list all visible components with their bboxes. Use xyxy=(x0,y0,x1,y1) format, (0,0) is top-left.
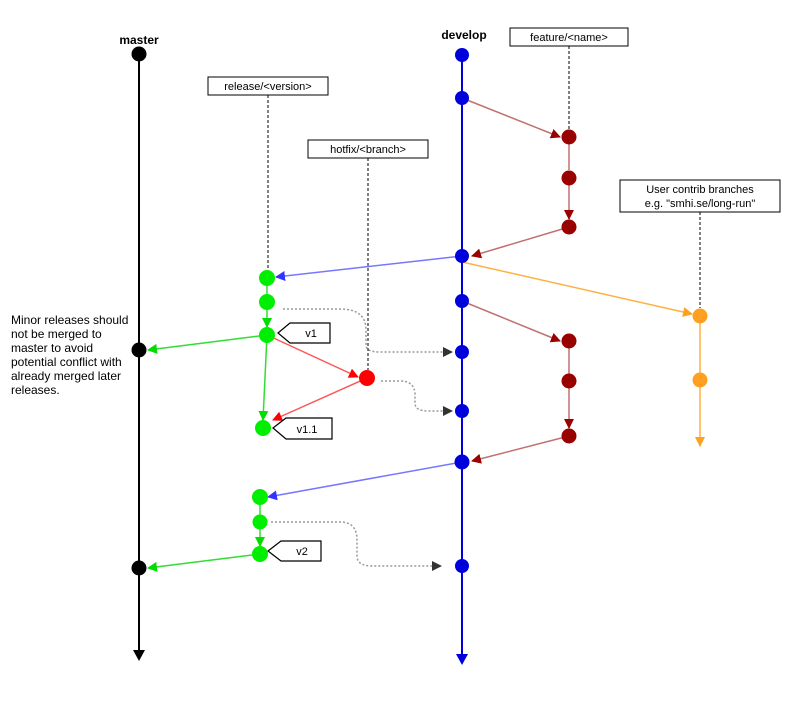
develop-commit xyxy=(455,91,469,105)
user-contrib-commit xyxy=(692,308,708,324)
tag-v1-text: v1 xyxy=(305,328,317,340)
feature-branch-label-text: feature/<name> xyxy=(530,32,608,44)
develop-commit xyxy=(455,48,469,62)
tag-v1-1-text: v1.1 xyxy=(297,424,318,436)
release-branch-label: release/<version> xyxy=(207,76,329,270)
release1-to-v1-1-arrow xyxy=(258,334,269,421)
feature-commit xyxy=(561,170,577,186)
master-commit xyxy=(131,560,147,576)
develop-commit xyxy=(454,454,470,470)
develop-lane-title: develop xyxy=(441,28,486,42)
minor-releases-note: Minor releases should not be merged to m… xyxy=(11,313,129,397)
release-commit xyxy=(252,546,268,562)
develop-to-release1-arrow xyxy=(275,255,463,281)
hotfix-to-develop-merge xyxy=(381,380,453,416)
feature-commit xyxy=(561,333,577,349)
master-end-arrow xyxy=(133,650,145,661)
develop-commit xyxy=(455,249,469,263)
develop-to-release2-arrow xyxy=(267,461,463,501)
master-commit xyxy=(131,46,147,62)
develop-commit xyxy=(455,294,469,308)
feature-commit xyxy=(561,428,577,444)
develop-commit xyxy=(455,559,469,573)
user-contrib-label: User contrib branches e.g. "smhi.se/long… xyxy=(619,179,781,308)
release2-to-develop-merge xyxy=(271,521,442,571)
master-lane-title: master xyxy=(119,33,159,47)
user-contrib-label-line2: e.g. "smhi.se/long-run" xyxy=(645,198,756,210)
feature-branch-label: feature/<name> xyxy=(509,27,629,130)
release-branch-label-text: release/<version> xyxy=(224,81,311,93)
release-commit xyxy=(259,327,275,343)
release-commit xyxy=(259,294,275,310)
release2-to-master-arrow xyxy=(147,553,261,572)
develop-to-feature-arrow xyxy=(461,97,561,139)
release1-to-develop-merge xyxy=(283,308,453,357)
release-commit xyxy=(255,420,271,436)
hotfix-commit xyxy=(359,370,375,386)
tag-v1: v1 xyxy=(277,322,331,344)
feature-commit xyxy=(561,373,577,389)
release-commit xyxy=(252,489,268,505)
feature2-merge-arrow xyxy=(471,435,570,464)
tag-v2-text: v2 xyxy=(296,546,308,558)
develop-end-arrow xyxy=(456,654,468,665)
tag-v2: v2 xyxy=(267,540,322,562)
master-commit xyxy=(131,342,147,358)
tag-v1-1: v1.1 xyxy=(272,417,333,440)
develop-to-user-contrib-arrow xyxy=(461,261,693,317)
release1-to-hotfix-arrow xyxy=(266,334,359,378)
release-commit xyxy=(252,514,268,530)
feature-merge-arrow xyxy=(471,226,570,259)
develop-commit xyxy=(455,404,469,418)
user-contrib-commit xyxy=(692,372,708,388)
release-commit xyxy=(259,270,275,286)
develop-to-feature2-arrow xyxy=(461,300,561,343)
release1-to-master-arrow xyxy=(147,334,268,354)
develop-commit xyxy=(455,345,469,359)
feature-commit xyxy=(561,219,577,235)
hotfix-to-v1-1-arrow xyxy=(272,377,368,421)
hotfix-branch-label: hotfix/<branch> xyxy=(307,139,429,370)
hotfix-branch-label-text: hotfix/<branch> xyxy=(330,144,406,156)
user-contrib-label-line1: User contrib branches xyxy=(646,184,754,196)
feature-commit xyxy=(561,129,577,145)
